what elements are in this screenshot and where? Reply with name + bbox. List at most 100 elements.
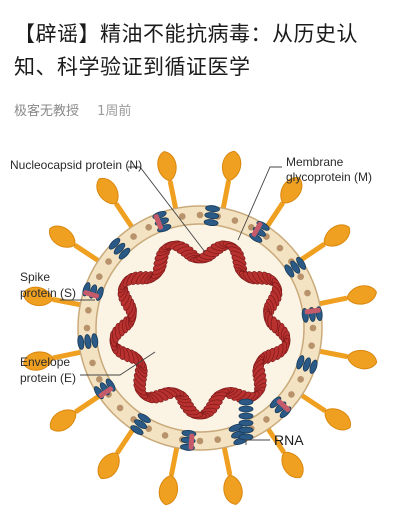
m-protein-coil [296, 355, 305, 370]
membrane-dot [85, 307, 92, 314]
m-protein-coil [137, 413, 151, 424]
spike-head [157, 151, 177, 182]
publish-time: 1周前 [97, 104, 132, 119]
membrane-dot [263, 416, 270, 423]
m-protein-coil [130, 425, 144, 435]
membrane-dot [304, 289, 311, 297]
e-protein-bar [188, 433, 195, 450]
nucleocapsid-leader [128, 166, 206, 253]
m-protein-coil [91, 333, 99, 349]
spike-head [23, 351, 54, 371]
coronavirus-structure-svg: Nucleocapsid protein (N) Membrane glycop… [10, 150, 378, 506]
e-protein-bar [153, 214, 164, 230]
envelope-protein [98, 386, 114, 399]
envelope-protein-layer [83, 214, 321, 450]
rna-tail-segment [238, 426, 254, 434]
spike-head [324, 408, 351, 431]
m-protein-coil [296, 256, 307, 270]
membrane-dot [116, 404, 124, 412]
e-protein-bar [304, 307, 321, 315]
m-protein-coil [290, 260, 301, 274]
membrane-dot [196, 437, 204, 445]
m-protein-coil [205, 205, 220, 213]
label-rna: RNA [274, 432, 304, 448]
author-name[interactable]: 极客无教授 [14, 104, 80, 119]
membrane-dot [231, 217, 239, 224]
membrane-dot [308, 342, 315, 349]
envelope-protein [304, 307, 321, 315]
rna-tail-segment [238, 405, 254, 413]
membrane-glycoprotein [108, 237, 131, 260]
m-protein-coil [113, 242, 126, 255]
spike-head [158, 474, 179, 506]
m-protein-coil [302, 357, 311, 372]
membrane-glycoprotein [203, 205, 220, 227]
rna-nucleocapsid [109, 240, 291, 441]
spike-head [22, 286, 54, 307]
label-nucleocapsid: Nucleocapsid protein (N) [10, 158, 142, 172]
m-protein-coil [84, 334, 92, 349]
label-envelope-line2: protein (E) [20, 371, 76, 385]
e-protein-bar [251, 221, 263, 237]
membrane-dot [297, 376, 304, 383]
membrane-dot [214, 436, 221, 443]
e-protein-bar [98, 386, 114, 399]
m-protein-coil [157, 224, 172, 233]
coronavirus-diagram: Nucleocapsid protein (N) Membrane glycop… [0, 140, 400, 520]
envelope-protein [153, 214, 164, 230]
rna-tail-segment [238, 433, 254, 441]
m-protein-coil [134, 419, 148, 430]
membrane-dot [130, 233, 137, 240]
m-protein-coil [118, 247, 131, 260]
label-membrane-line2: glycoprotein (M) [286, 170, 372, 184]
membrane-dot [297, 273, 304, 280]
envelope-leader [80, 351, 156, 376]
spike-head [223, 474, 243, 505]
rna-tail-segment [238, 412, 254, 420]
spike-head [221, 150, 242, 182]
spike-head [323, 224, 351, 247]
spike-head [281, 451, 304, 479]
membrane-glycoprotein [284, 256, 307, 278]
membrane-glycoprotein [77, 333, 99, 350]
m-protein-coil [108, 237, 121, 250]
spike-head [49, 225, 76, 248]
m-protein-coil [77, 334, 85, 350]
rna-tail-segment [238, 419, 254, 427]
membrane-dot [179, 213, 186, 220]
membrane-dot [196, 211, 204, 219]
e-protein-bar [276, 399, 291, 412]
spike-head [49, 409, 77, 432]
membrane-dot [145, 224, 152, 231]
envelope-protein [83, 290, 99, 299]
membrane-dot [288, 391, 295, 398]
rna-coil-segment [270, 316, 278, 334]
spike-head [96, 177, 119, 205]
m-protein-coil [203, 219, 219, 227]
e-protein-bar [83, 290, 99, 299]
membrane-dot [96, 376, 103, 383]
article-title[interactable]: 【辟谣】精油不能抗病毒：从历史认知、科学验证到循证医学 [14, 22, 358, 79]
m-protein-coil [105, 378, 116, 392]
membrane-dot [83, 324, 91, 332]
membrane-dot [309, 324, 317, 332]
membrane-leader [237, 166, 282, 241]
membrane-dot [105, 258, 112, 265]
rna-tail-segment [238, 398, 254, 406]
envelope-protein [251, 221, 263, 237]
membrane-dot [276, 244, 284, 252]
rna-leader [245, 439, 270, 445]
envelope-protein [276, 399, 291, 412]
membrane-dot [89, 359, 96, 367]
m-protein-coil [204, 212, 220, 220]
membrane-dot [161, 432, 169, 439]
label-spike-line1: Spike [20, 270, 50, 284]
envelope-protein [188, 433, 195, 450]
spike-head [280, 177, 303, 204]
membrane-dot [96, 273, 103, 280]
m-protein-coil [284, 264, 295, 278]
label-spike-line2: protein (S) [20, 286, 76, 300]
leader-lines [60, 166, 282, 445]
membrane-glycoprotein [130, 413, 151, 435]
article-meta: 极客无教授 1周前 [14, 100, 131, 119]
